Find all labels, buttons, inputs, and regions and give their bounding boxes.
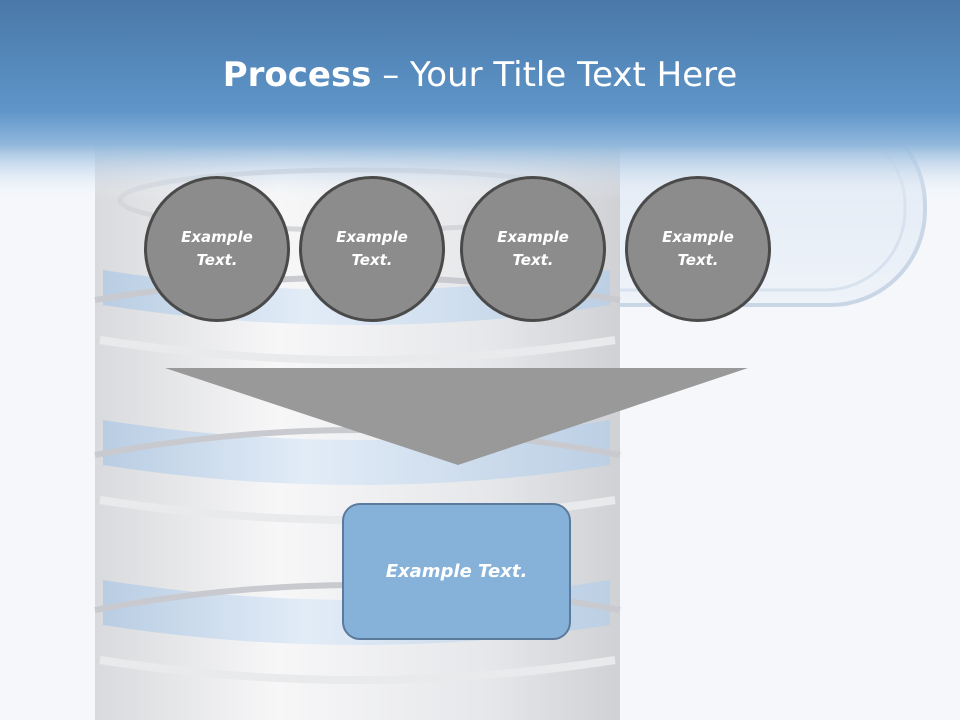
circle-label-1: Example Text. [181,228,253,269]
down-arrow [165,368,748,465]
title-bold: Process [222,55,372,95]
header-band [0,0,960,200]
process-circle-1: Example Text. [144,176,290,322]
title-rest: – Your Title Text Here [371,55,738,95]
circle-label-4: Example Text. [662,228,734,269]
circle-label-3: Example Text. [497,228,569,269]
result-box-label: Example Text. [385,561,528,582]
process-circle-2: Example Text. [299,176,445,322]
process-circle-3: Example Text. [460,176,606,322]
page-title: Process – Your Title Text Here [0,52,960,98]
circle-label-2: Example Text. [336,228,408,269]
process-circle-4: Example Text. [625,176,771,322]
result-box: Example Text. [342,503,571,640]
